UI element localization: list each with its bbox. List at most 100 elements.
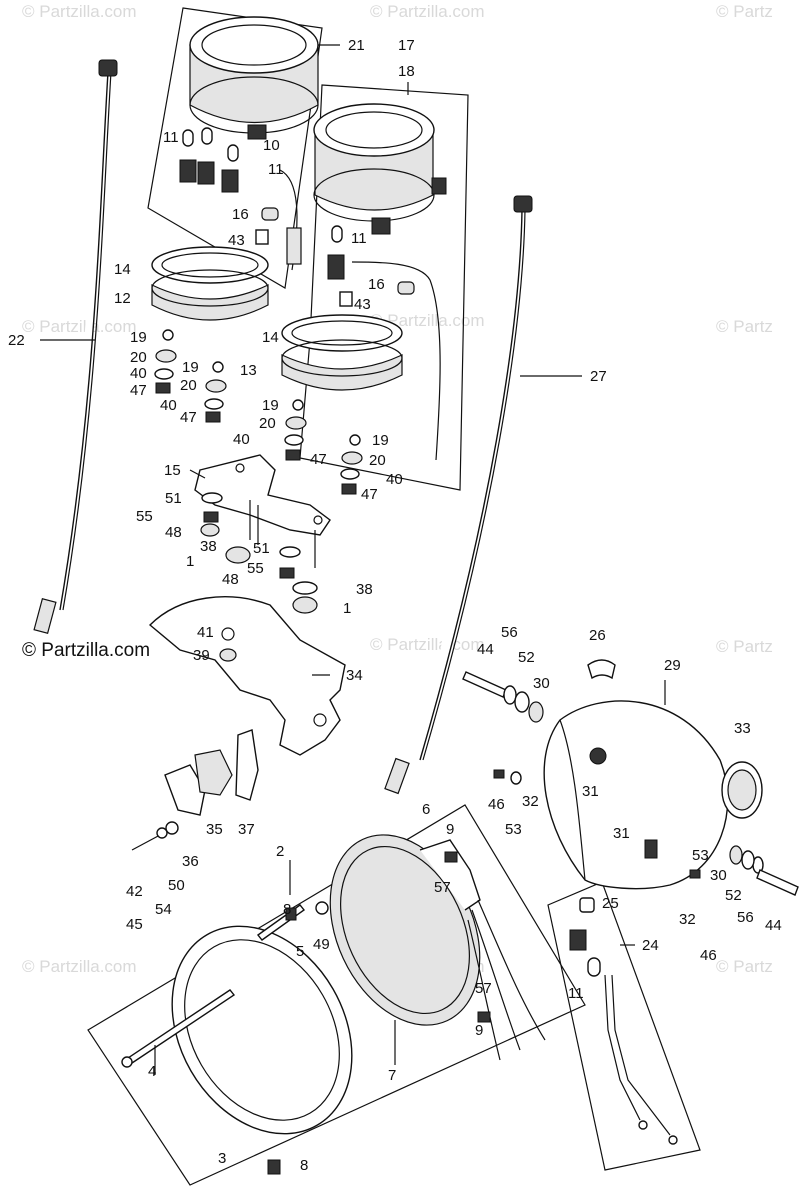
callout-label: 17 bbox=[398, 37, 415, 54]
callout-label: 21 bbox=[348, 37, 365, 54]
callout-label: 51 bbox=[165, 490, 182, 507]
callout-label: 29 bbox=[664, 657, 681, 674]
callout-label: 45 bbox=[126, 916, 143, 933]
switch-clamp bbox=[131, 729, 259, 851]
callout-label: 52 bbox=[725, 887, 742, 904]
cable-fitting bbox=[513, 195, 533, 213]
cable-fitting bbox=[98, 59, 118, 77]
meter-cases bbox=[151, 246, 403, 391]
watermark: © Partzilla.com bbox=[22, 317, 137, 336]
callout-label: 11 bbox=[568, 985, 584, 1002]
socket-group-box bbox=[547, 881, 701, 1171]
callout-label: 44 bbox=[477, 641, 494, 658]
speedometer-cable bbox=[419, 209, 523, 761]
callout-label: 11 bbox=[268, 161, 284, 178]
callout-label: 13 bbox=[240, 362, 257, 379]
callout-label: 53 bbox=[505, 821, 522, 838]
callout-label: 42 bbox=[126, 883, 143, 900]
callout-label: 9 bbox=[475, 1022, 483, 1039]
callout-label: 37 bbox=[238, 821, 255, 838]
callout-label: 47 bbox=[180, 409, 197, 426]
watermark: © Partz bbox=[716, 957, 773, 976]
callout-label: 3 bbox=[218, 1150, 226, 1167]
grommets bbox=[154, 329, 363, 495]
callout-label: 20 bbox=[259, 415, 276, 432]
callout-label: 57 bbox=[475, 980, 492, 997]
watermark: © Partzilla.com bbox=[370, 311, 485, 330]
callout-label: 2 bbox=[276, 843, 284, 860]
callout-label: 14 bbox=[262, 329, 279, 346]
callout-label: 25 bbox=[602, 895, 619, 912]
callout-label: 40 bbox=[130, 365, 147, 382]
callout-label: 34 bbox=[346, 667, 363, 684]
callout-label: 47 bbox=[361, 486, 378, 503]
callout-label: 33 bbox=[734, 720, 751, 737]
watermark: © Partz bbox=[716, 637, 773, 656]
callout-label: 49 bbox=[313, 936, 330, 953]
socket-bulb bbox=[569, 897, 678, 1145]
callout-label: 39 bbox=[193, 647, 210, 664]
callout-label: 38 bbox=[356, 581, 373, 598]
callout-label: 6 bbox=[422, 801, 430, 818]
callout-label: 19 bbox=[262, 397, 279, 414]
callout-label: 14 bbox=[114, 261, 131, 278]
callout-label: 57 bbox=[434, 879, 451, 896]
callout-label: 40 bbox=[160, 397, 177, 414]
callout-label: 31 bbox=[613, 825, 630, 842]
callout-label: 40 bbox=[233, 431, 250, 448]
callout-label: 48 bbox=[165, 524, 182, 541]
callout-label: 54 bbox=[155, 901, 172, 918]
callout-label: 30 bbox=[710, 867, 727, 884]
meter-bracket bbox=[194, 454, 331, 614]
callout-label: 22 bbox=[8, 332, 25, 349]
callout-label: 53 bbox=[692, 847, 709, 864]
housing-bolts bbox=[462, 671, 799, 896]
callout-label: 47 bbox=[310, 451, 327, 468]
callout-label: 35 bbox=[206, 821, 223, 838]
speedometer-group-box bbox=[299, 84, 469, 491]
callout-label: 19 bbox=[130, 329, 147, 346]
callout-label: 10 bbox=[263, 137, 280, 154]
callout-label: 40 bbox=[386, 471, 403, 488]
callout-label: 7 bbox=[388, 1067, 396, 1084]
callout-label: 8 bbox=[283, 901, 291, 918]
watermark-brand: © Partzilla.com bbox=[22, 640, 150, 661]
callout-label: 20 bbox=[180, 377, 197, 394]
callout-label: 56 bbox=[501, 624, 518, 641]
callout-label: 31 bbox=[582, 783, 599, 800]
callout-label: 51 bbox=[253, 540, 270, 557]
callout-label: 11 bbox=[351, 230, 367, 247]
callout-label: 41 bbox=[197, 624, 214, 641]
callout-label: 44 bbox=[765, 917, 782, 934]
callout-label: 16 bbox=[368, 276, 385, 293]
callout-label: 43 bbox=[228, 232, 245, 249]
watermark: © Partzilla.com bbox=[370, 2, 485, 21]
callout-label: 46 bbox=[488, 796, 505, 813]
callout-label: 48 bbox=[222, 571, 239, 588]
callout-label: 24 bbox=[642, 937, 659, 954]
callout-label: 55 bbox=[136, 508, 153, 525]
callout-label: 19 bbox=[182, 359, 199, 376]
callout-label: 47 bbox=[130, 382, 147, 399]
callout-label: 32 bbox=[522, 793, 539, 810]
watermark: © Partz bbox=[716, 2, 773, 21]
tach-bulbs bbox=[179, 127, 302, 271]
callout-label: 20 bbox=[369, 452, 386, 469]
callout-label: 4 bbox=[148, 1063, 156, 1080]
headlight-rim bbox=[121, 901, 353, 1175]
callout-label: 32 bbox=[679, 911, 696, 928]
watermark: © Partzilla.com bbox=[370, 635, 485, 654]
callout-label: 52 bbox=[518, 649, 535, 666]
speedometer bbox=[313, 103, 447, 461]
callout-label: 50 bbox=[168, 877, 185, 894]
callout-label: 43 bbox=[354, 296, 371, 313]
callout-label: 1 bbox=[343, 600, 351, 617]
callout-label: 18 bbox=[398, 63, 415, 80]
headlight-stay bbox=[148, 596, 346, 756]
callout-label: 1 bbox=[186, 553, 194, 570]
callout-label: 5 bbox=[296, 943, 304, 960]
headlight-housing bbox=[543, 659, 763, 890]
callout-label: 19 bbox=[372, 432, 389, 449]
callout-label: 12 bbox=[114, 290, 131, 307]
watermark: © Partz bbox=[716, 317, 773, 336]
